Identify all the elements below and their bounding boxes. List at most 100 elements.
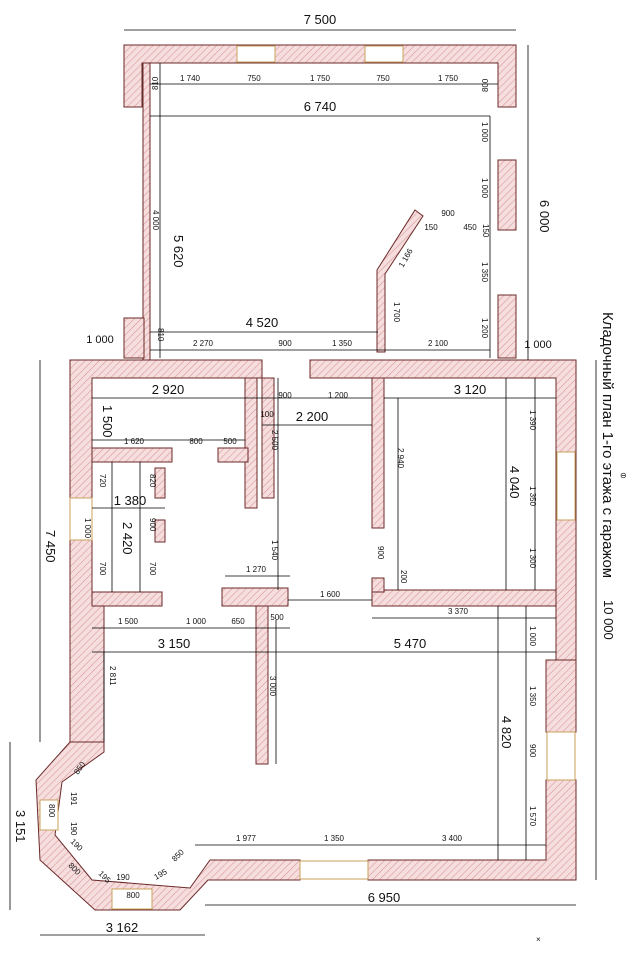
- window-bay-b: [111, 888, 153, 910]
- dim-label: 700: [148, 562, 157, 576]
- windows: [39, 45, 576, 910]
- dim-room: 1 380: [114, 493, 147, 508]
- wall-int-2: [261, 377, 275, 499]
- dim-label: 190: [116, 873, 130, 882]
- dim-label: 1 600: [320, 590, 341, 599]
- dim-label: 1 000: [528, 626, 537, 647]
- dim-mid-4520: 4 520: [246, 315, 279, 330]
- dim-label: 1 000: [480, 122, 489, 143]
- dim-label: 1 350: [324, 834, 345, 843]
- dim-label: 720: [98, 474, 107, 488]
- dim-bottom-6950: 6 950: [368, 890, 401, 905]
- dim-label: 750: [376, 74, 390, 83]
- window-left: [69, 497, 93, 541]
- dim-label: 1 270: [246, 565, 267, 574]
- dimension-lines: [9, 29, 597, 936]
- dim-label: 1 390: [528, 410, 537, 431]
- window-bay-a: [39, 799, 59, 831]
- dim-label: 150: [424, 223, 438, 232]
- dim-label: 2 100: [428, 339, 449, 348]
- dim-label: 700: [98, 562, 107, 576]
- wall-int-11: [371, 577, 385, 593]
- dim-label: 1 700: [392, 302, 401, 323]
- dim-label: 1 750: [438, 74, 459, 83]
- dim-label: 100: [260, 410, 274, 419]
- dim-room: 2 200: [296, 409, 329, 424]
- dim-right-6000: 6 000: [537, 200, 552, 233]
- dim-room: 2 420: [120, 522, 135, 555]
- dim-label: 810: [156, 328, 165, 342]
- dim-label: 900: [441, 209, 455, 218]
- dim-label: 1 500: [118, 617, 139, 626]
- dim-label: 1 000: [186, 617, 207, 626]
- dim-label: 2 270: [193, 339, 214, 348]
- window-bottom: [299, 860, 369, 880]
- wall-int-1: [244, 377, 258, 509]
- dim-label: 800: [126, 891, 140, 900]
- dim-label: 1 000: [480, 178, 489, 199]
- wall-int-6: [154, 467, 166, 499]
- wall-garage-floor-left: [123, 317, 145, 359]
- wall-top: [123, 44, 517, 108]
- window-right-b: [546, 731, 576, 781]
- wall-int-7: [154, 519, 166, 543]
- dim-label: 2 811: [108, 666, 117, 686]
- dim-label: 190: [69, 822, 78, 836]
- dim-label: 150: [481, 224, 490, 238]
- dim-left-7450: 7 450: [43, 530, 58, 563]
- wall-int-12: [255, 605, 269, 765]
- dim-low: 3 150: [158, 636, 191, 651]
- dim-label: 900: [376, 546, 385, 560]
- dim-right-10000: 10 000: [601, 600, 616, 640]
- dim-top-total: 7 500: [304, 12, 337, 27]
- dim-label: 650: [231, 617, 245, 626]
- dim-label: 450: [463, 223, 477, 232]
- dim-label: 500: [223, 437, 237, 446]
- wall-garage-right-upper: [497, 159, 517, 231]
- dim-label: 1 740: [180, 74, 201, 83]
- dim-label: 1 200: [480, 318, 489, 339]
- dim-left-3151: 3 151: [13, 810, 28, 843]
- dim-label: 1 620: [124, 437, 145, 446]
- dim-label: 4 000: [151, 210, 160, 231]
- dim-label: 200: [399, 570, 408, 584]
- wall-int-5: [217, 447, 249, 463]
- dim-label: 190: [69, 837, 85, 853]
- dim-label: 850: [170, 847, 186, 863]
- dim-inner: 6 740: [304, 99, 337, 114]
- wall-int-10: [371, 589, 557, 607]
- dim-room: 3 120: [454, 382, 487, 397]
- wall-int-9: [221, 587, 289, 607]
- dim-label: 1 350: [528, 686, 537, 707]
- dim-label: 750: [247, 74, 261, 83]
- dim-label: 820: [148, 474, 157, 488]
- dim-low: 4 820: [499, 716, 514, 749]
- dimension-labels: 7 500 1 740 750 1 750 750 1 750 810 800 …: [13, 12, 616, 935]
- dim-label: 800: [47, 804, 56, 818]
- wall-right-lower-a: [555, 519, 577, 661]
- dim-bottom-3162: 3 162: [106, 920, 139, 935]
- dim-label: 3 400: [442, 834, 463, 843]
- dim-right-1000: 1 000: [524, 339, 552, 351]
- wall-right-bottom: [367, 779, 577, 881]
- walls: [35, 44, 577, 911]
- plan-title: Кладочный план 1-го этажа с гаражом: [599, 312, 616, 578]
- dim-label: 2 940: [396, 448, 405, 469]
- dim-label: 1 350: [528, 486, 537, 507]
- dim-room: 4 040: [507, 466, 522, 499]
- window-top-a: [236, 45, 276, 63]
- dim-label: 195: [153, 867, 170, 882]
- dim-label: 1 300: [528, 548, 537, 569]
- dim-label: 2 500: [270, 430, 279, 451]
- dim-low: 5 470: [394, 636, 427, 651]
- wall-int-8: [91, 591, 163, 607]
- wall-garage-right-lower: [497, 294, 517, 359]
- dim-label: 3 000: [268, 676, 277, 697]
- dim-label: 810: [151, 76, 160, 90]
- cross-mark-icon: ×: [536, 935, 541, 944]
- dim-room: 2 920: [152, 382, 185, 397]
- small-icon: ⊖: [620, 471, 627, 480]
- dim-label: 900: [528, 744, 537, 758]
- dim-label: 191: [69, 792, 78, 806]
